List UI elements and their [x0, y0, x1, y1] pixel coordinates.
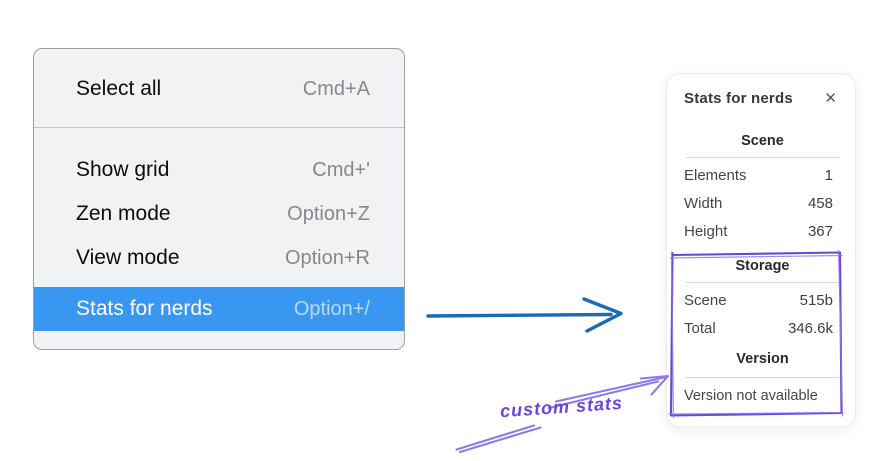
menu-item-shortcut: Option+R: [284, 246, 370, 269]
stat-value: 458: [807, 194, 833, 212]
menu-item-label: Stats for nerds: [76, 297, 213, 320]
menu-item-label: Show grid: [76, 158, 170, 181]
stat-row-elements: Elements 1: [684, 161, 841, 189]
stat-label: Height: [684, 222, 728, 240]
stat-row-width: Width 458: [684, 189, 841, 217]
menu-item-view-mode[interactable]: View mode Option+R: [34, 236, 404, 280]
annotation-label: custom stats: [499, 392, 624, 422]
stat-value: 367: [807, 222, 833, 240]
stat-label: Elements: [684, 166, 747, 184]
stats-rule: [686, 157, 839, 158]
stat-label: Width: [684, 194, 723, 212]
context-menu-section-top: Select all Cmd+A: [34, 49, 404, 127]
context-menu-section-bottom: Show grid Cmd+' Zen mode Option+Z View m…: [34, 128, 404, 331]
menu-item-label: View mode: [76, 246, 180, 269]
stats-section-heading-version: Version: [736, 351, 789, 367]
menu-item-select-all[interactable]: Select all Cmd+A: [34, 65, 404, 113]
menu-item-shortcut: Option+/: [293, 297, 370, 320]
stat-value: 1: [824, 166, 833, 184]
stat-row-scene-storage: Scene 515b: [684, 286, 841, 314]
menu-item-shortcut: Option+Z: [287, 202, 370, 225]
menu-item-shortcut: Cmd+': [312, 158, 370, 181]
stats-section-heading-scene: Scene: [741, 133, 784, 149]
menu-item-label: Zen mode: [76, 202, 171, 225]
stat-value: 346.6k: [787, 319, 833, 337]
menu-item-stats-for-nerds[interactable]: Stats for nerds Option+/: [34, 287, 404, 331]
stats-panel: Stats for nerds ✕ Scene Elements 1 Width…: [666, 73, 856, 427]
menu-item-show-grid[interactable]: Show grid Cmd+': [34, 148, 404, 192]
menu-item-zen-mode[interactable]: Zen mode Option+Z: [34, 192, 404, 236]
menu-divider: [34, 127, 404, 128]
pointer-arrow-icon: [426, 297, 623, 333]
stat-row-total-storage: Total 346.6k: [684, 314, 841, 342]
stat-value: 515b: [799, 291, 833, 309]
context-menu: Select all Cmd+A Show grid Cmd+' Zen mod…: [33, 48, 405, 350]
stats-panel-title: Stats for nerds: [684, 90, 793, 107]
stat-label: Scene: [684, 291, 727, 309]
menu-item-label: Select all: [76, 77, 162, 100]
stat-row-height: Height 367: [684, 217, 841, 245]
close-icon[interactable]: ✕: [824, 90, 837, 107]
menu-item-shortcut: Cmd+A: [302, 77, 370, 100]
stats-panel-header: Stats for nerds ✕: [684, 89, 841, 108]
version-note: Version not available: [684, 388, 818, 404]
stats-rule: [686, 377, 839, 378]
stats-rule: [686, 282, 839, 283]
stats-section-heading-storage: Storage: [735, 258, 790, 274]
stat-label: Total: [684, 319, 716, 337]
